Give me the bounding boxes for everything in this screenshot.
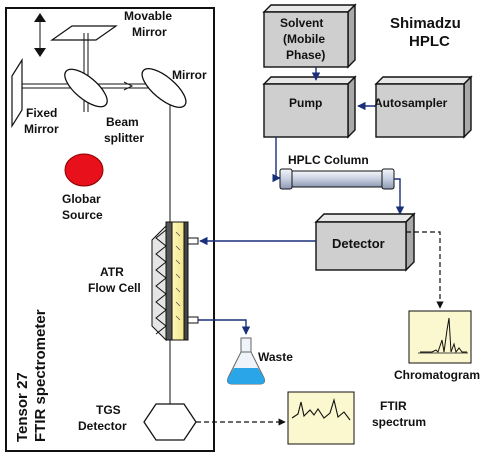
column-label: HPLC Column bbox=[288, 153, 369, 167]
ftir-enclosure bbox=[5, 7, 215, 452]
hplc-column bbox=[279, 168, 395, 190]
instrument-label-line1: Tensor 27 bbox=[14, 372, 31, 442]
source-label-line1: Globar bbox=[62, 192, 101, 206]
detector-label: Detector bbox=[332, 236, 385, 251]
globar-source-icon bbox=[64, 153, 104, 187]
detector-label-line1: TGS bbox=[96, 403, 121, 417]
detector-label-line2: Detector bbox=[78, 419, 127, 433]
instrument-label-line2: FTIR spectrometer bbox=[32, 309, 49, 442]
autosampler-label: Autosampler bbox=[374, 96, 448, 110]
solvent-label-line2: (Mobile bbox=[283, 32, 325, 46]
autosampler bbox=[374, 75, 473, 139]
tgs-detector bbox=[143, 403, 197, 441]
fixed-mirror-label-line1: Fixed bbox=[26, 106, 57, 120]
pump bbox=[262, 75, 357, 139]
beam-splitter-label-line2: splitter bbox=[104, 131, 144, 145]
hplc-detector bbox=[314, 212, 416, 272]
atr-flow-cell bbox=[151, 221, 199, 342]
spectrum-label-line1: FTIR bbox=[380, 399, 407, 413]
flow-cell-label-line1: ATR bbox=[100, 265, 124, 279]
movable-mirror-label-line2: Mirror bbox=[132, 25, 167, 39]
hplc-title-line1: Shimadzu bbox=[390, 15, 461, 32]
movable-mirror-label-line1: Movable bbox=[124, 9, 172, 23]
mirror-label: Mirror bbox=[172, 68, 207, 82]
flask-icon bbox=[227, 337, 265, 385]
flow-connections bbox=[196, 67, 444, 426]
flowcell-to-waste-arrow bbox=[198, 319, 251, 335]
mirror bbox=[141, 68, 187, 108]
pump-to-column-arrow bbox=[272, 137, 281, 183]
ftir-spectrum-plot bbox=[287, 391, 355, 445]
hplc-system: Shimadzu HPLC Solvent (Mobile Phase) Pum… bbox=[227, 3, 480, 385]
fixed-mirror-label-line2: Mirror bbox=[24, 122, 59, 136]
solvent-reservoir bbox=[262, 3, 357, 69]
ftir-spectrometer: Tensor 27 FTIR spectrometer Movable Mirr… bbox=[5, 7, 215, 452]
spectrum-label-line2: spectrum bbox=[372, 415, 426, 429]
beam-splitter-label-line1: Beam bbox=[106, 115, 139, 129]
beam-splitter bbox=[64, 68, 108, 108]
column-to-detector-arrow bbox=[394, 178, 405, 215]
detector-to-chromatogram-arrow bbox=[406, 231, 444, 309]
waste-label: Waste bbox=[258, 350, 293, 364]
solvent-label-line1: Solvent bbox=[280, 16, 323, 30]
flow-cell-label-line2: Flow Cell bbox=[88, 281, 141, 295]
chromatogram bbox=[408, 310, 472, 364]
movable-mirror bbox=[34, 13, 118, 57]
fixed-mirror bbox=[11, 57, 23, 129]
hplc-title-line2: HPLC bbox=[409, 33, 450, 50]
chromatogram-label: Chromatogram bbox=[394, 368, 480, 382]
solvent-label-line3: Phase) bbox=[286, 48, 325, 62]
source-label-line2: Source bbox=[62, 208, 103, 222]
pump-label: Pump bbox=[289, 96, 322, 110]
